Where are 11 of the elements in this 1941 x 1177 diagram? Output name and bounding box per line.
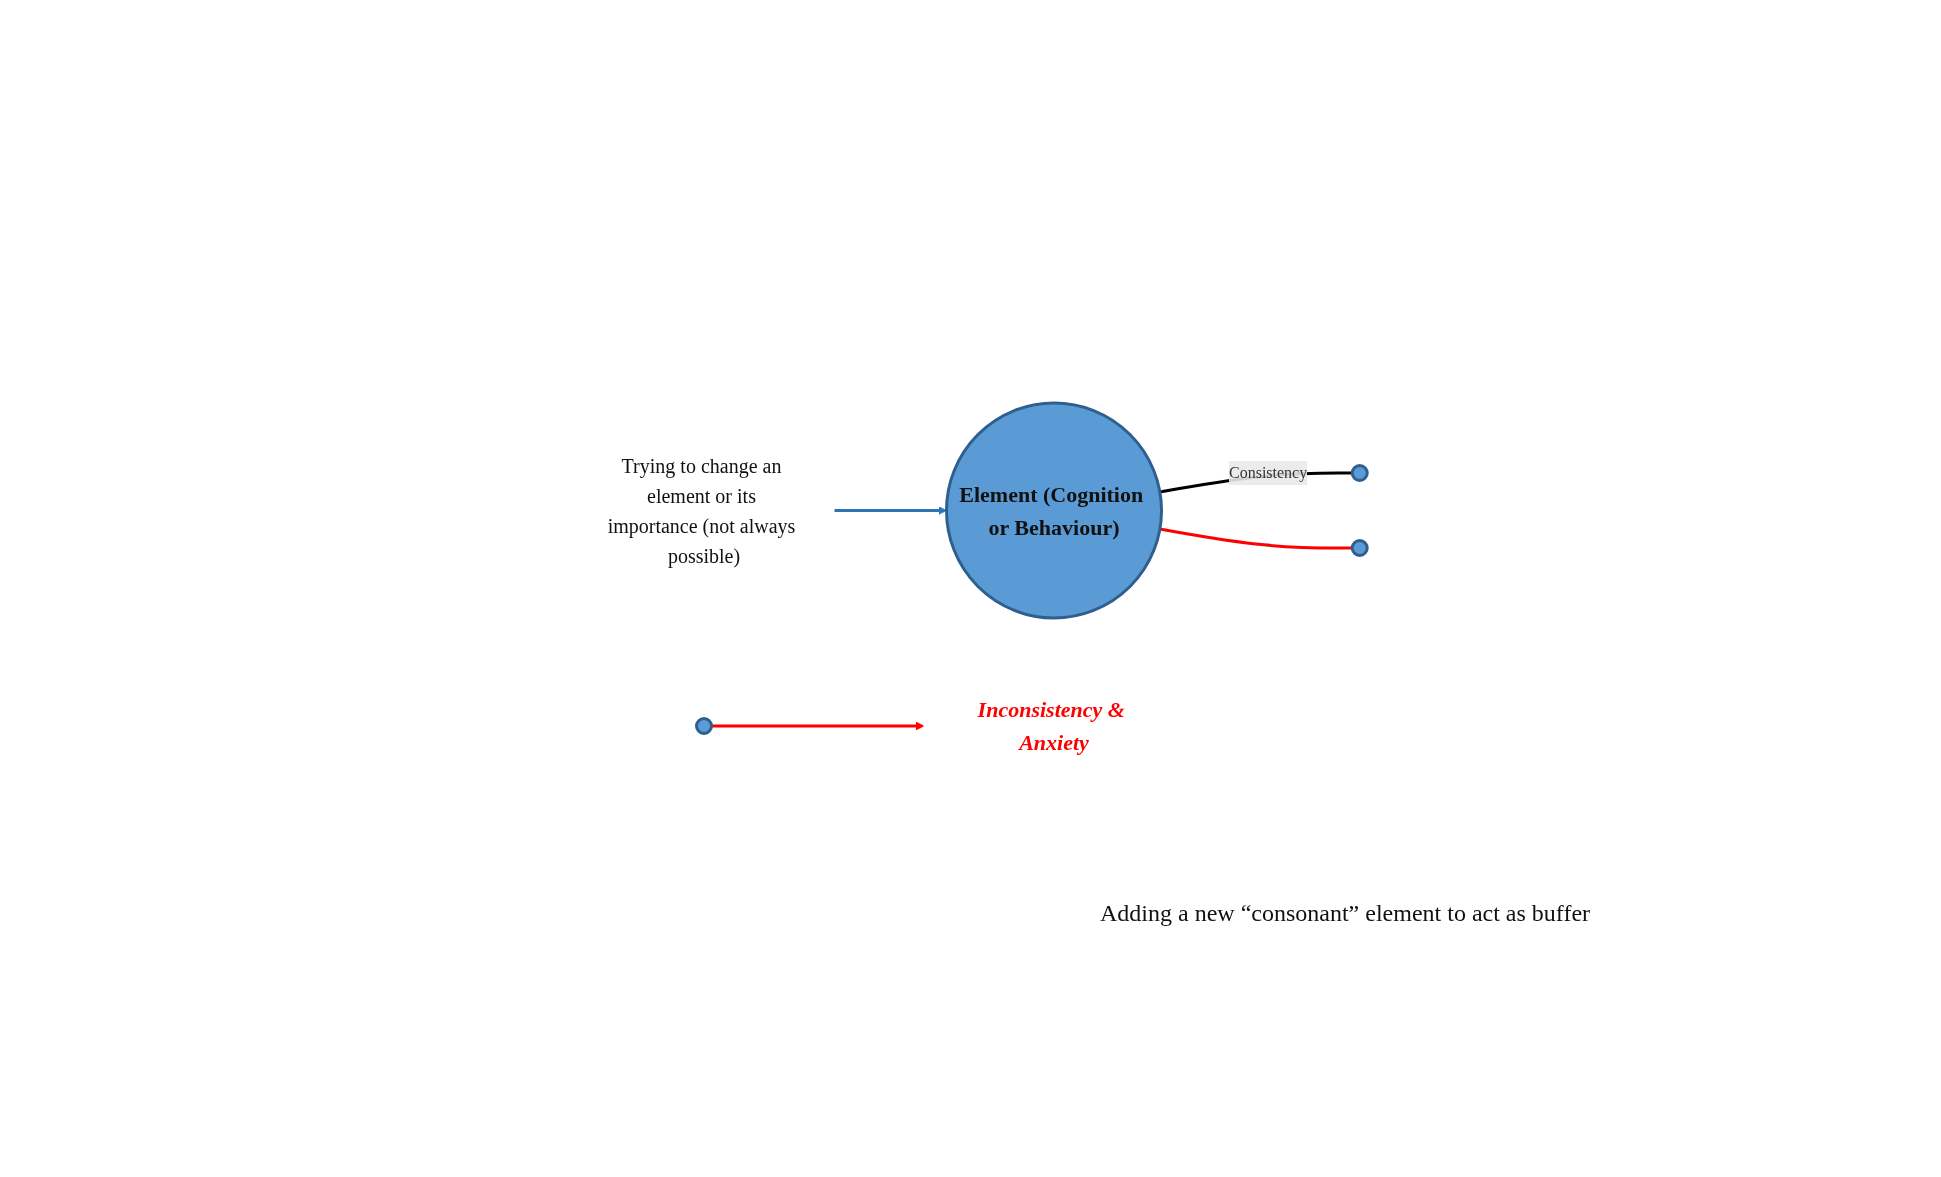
connector (1159, 527, 1353, 550)
edge-label: Consistency (1228, 464, 1308, 481)
node-circle (1350, 539, 1369, 557)
arrow (833, 506, 947, 515)
node-circle (1350, 464, 1369, 482)
node-circle: Element (Cognition or Behaviour) (944, 401, 1163, 620)
arrow (711, 721, 925, 731)
node-text: Trying to change an element or its importance (not always possible) (607, 454, 796, 567)
note-text: Adding a new “consonant” element to act as buffer (1100, 900, 1591, 927)
node-text: Inconsistency & Anxiety (977, 697, 1125, 755)
node-circle (694, 717, 713, 735)
